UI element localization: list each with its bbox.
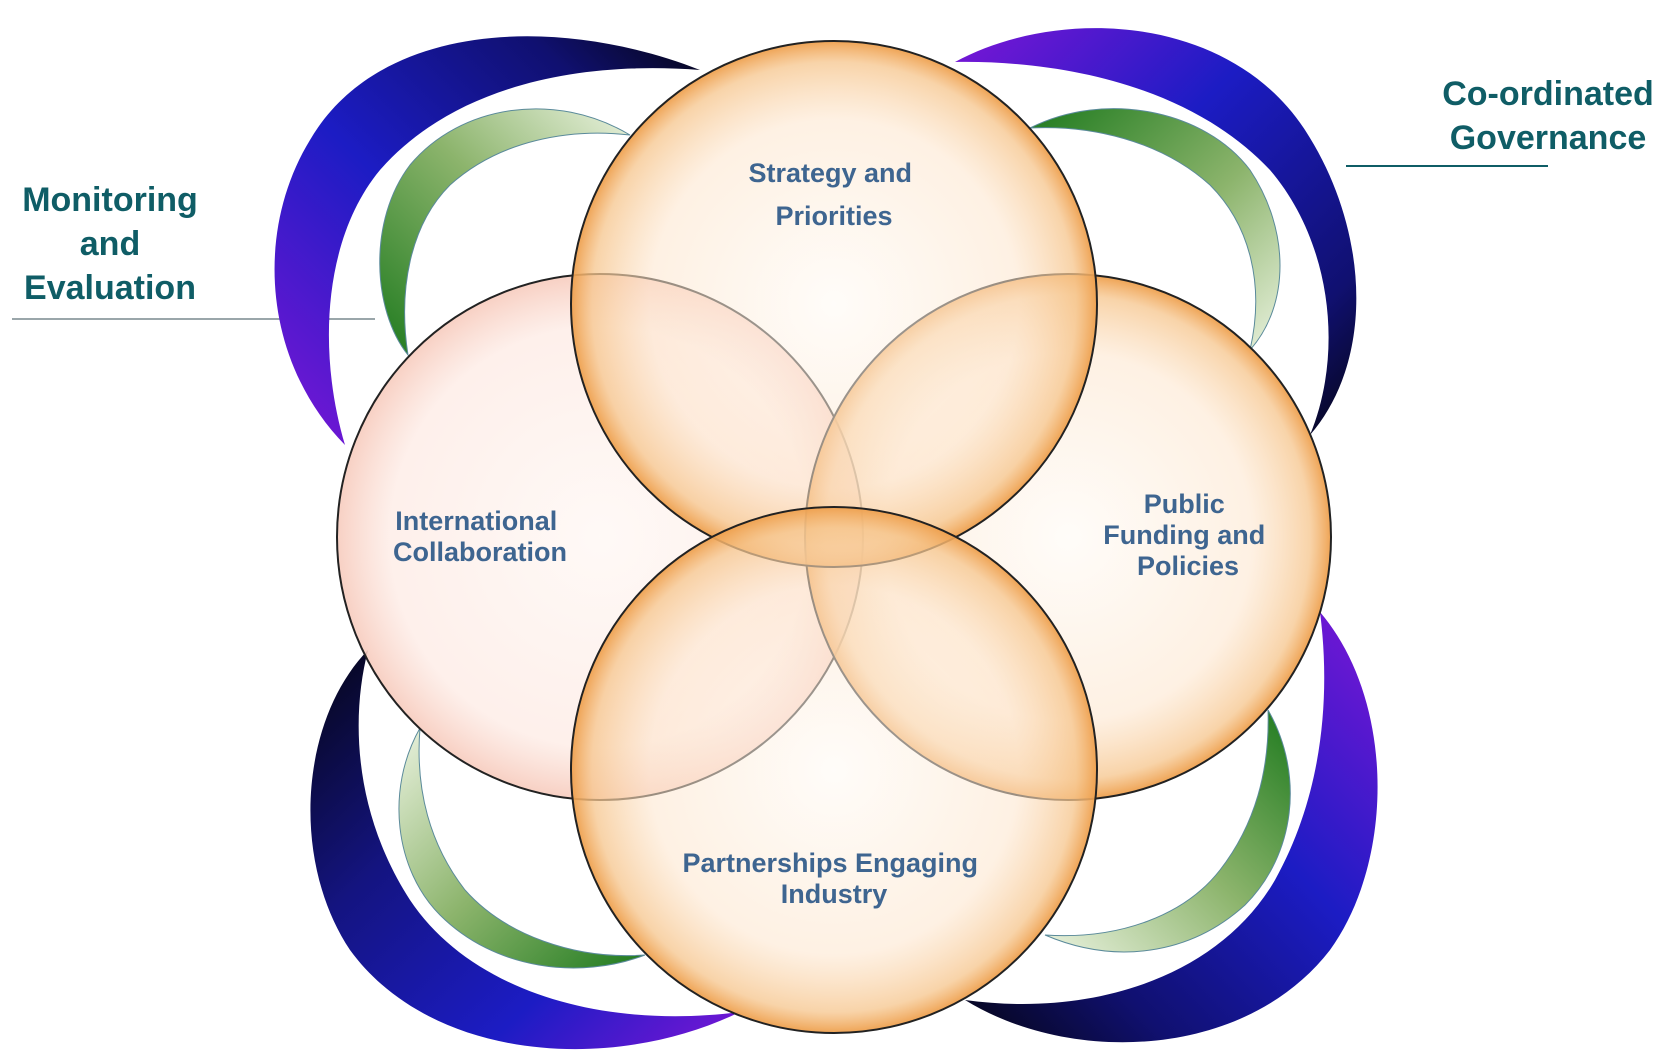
circle-bottom bbox=[570, 506, 1098, 1034]
arc-top-left bbox=[274, 36, 700, 446]
circle-top-label-line-2: Priorities bbox=[775, 201, 892, 231]
monitoring-label-line-3: Evaluation bbox=[24, 269, 196, 307]
circle-left-label-line-1: International bbox=[395, 506, 557, 536]
circle-top-label: Strategy and Priorities bbox=[748, 158, 919, 231]
governance-label-line-2: Governance bbox=[1449, 119, 1647, 157]
circle-right-label-line-1: Public bbox=[1144, 489, 1225, 519]
green-arc-bottom-right bbox=[1044, 709, 1291, 953]
circle-right-label: Public Funding and Policies bbox=[1103, 489, 1272, 581]
monitoring-evaluation-label: Monitoring and Evaluation bbox=[10, 178, 210, 310]
arc-bottom-left bbox=[310, 650, 740, 1050]
monitoring-label-line-2: and bbox=[79, 225, 141, 263]
circle-right-label-line-2: Funding and bbox=[1103, 520, 1265, 550]
green-arc-top-left bbox=[379, 108, 631, 357]
circle-bottom-label: Partnerships Engaging Industry bbox=[682, 848, 985, 909]
monitoring-label-line-1: Monitoring bbox=[22, 181, 198, 219]
arc-bottom-right bbox=[965, 612, 1378, 1043]
circle-left-label-line-2: Collaboration bbox=[393, 537, 567, 567]
circle-top bbox=[570, 40, 1098, 568]
governance-label-line-1: Co-ordinated bbox=[1442, 75, 1654, 113]
circle-bottom-label-line-2: Industry bbox=[781, 879, 888, 909]
circle-right-label-line-3: Policies bbox=[1137, 551, 1239, 581]
green-arc-top-right bbox=[1029, 108, 1281, 351]
coordinated-governance-label: Co-ordinated Governance bbox=[1428, 72, 1668, 160]
arc-top-right bbox=[955, 28, 1357, 435]
circle-bottom-label-line-1: Partnerships Engaging bbox=[682, 848, 978, 878]
circle-top-label-line-1: Strategy and bbox=[748, 158, 912, 188]
circle-left-label: International Collaboration bbox=[393, 506, 567, 567]
green-arc-bottom-left bbox=[398, 727, 646, 969]
